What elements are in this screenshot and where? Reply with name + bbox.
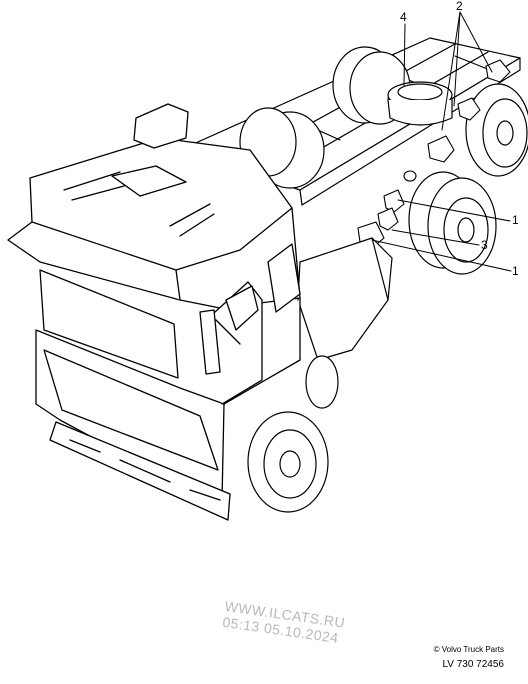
- fuel-tank: [297, 237, 393, 409]
- callout-2: 2: [456, 0, 463, 13]
- copyright-notice: © Volvo Truck Parts: [433, 645, 504, 654]
- front-wheel: [247, 411, 329, 513]
- callout-3: 3: [481, 238, 488, 252]
- rear-wheels: [239, 46, 528, 275]
- leader-lines: [371, 11, 512, 272]
- callout-4: 4: [400, 10, 407, 24]
- diagram-code: LV 730 72456: [442, 659, 504, 670]
- callout-1-lower: 1: [512, 264, 519, 278]
- callout-1-upper: 1: [512, 213, 519, 227]
- fifth-wheel: [387, 81, 453, 126]
- truck-cab: [7, 103, 301, 521]
